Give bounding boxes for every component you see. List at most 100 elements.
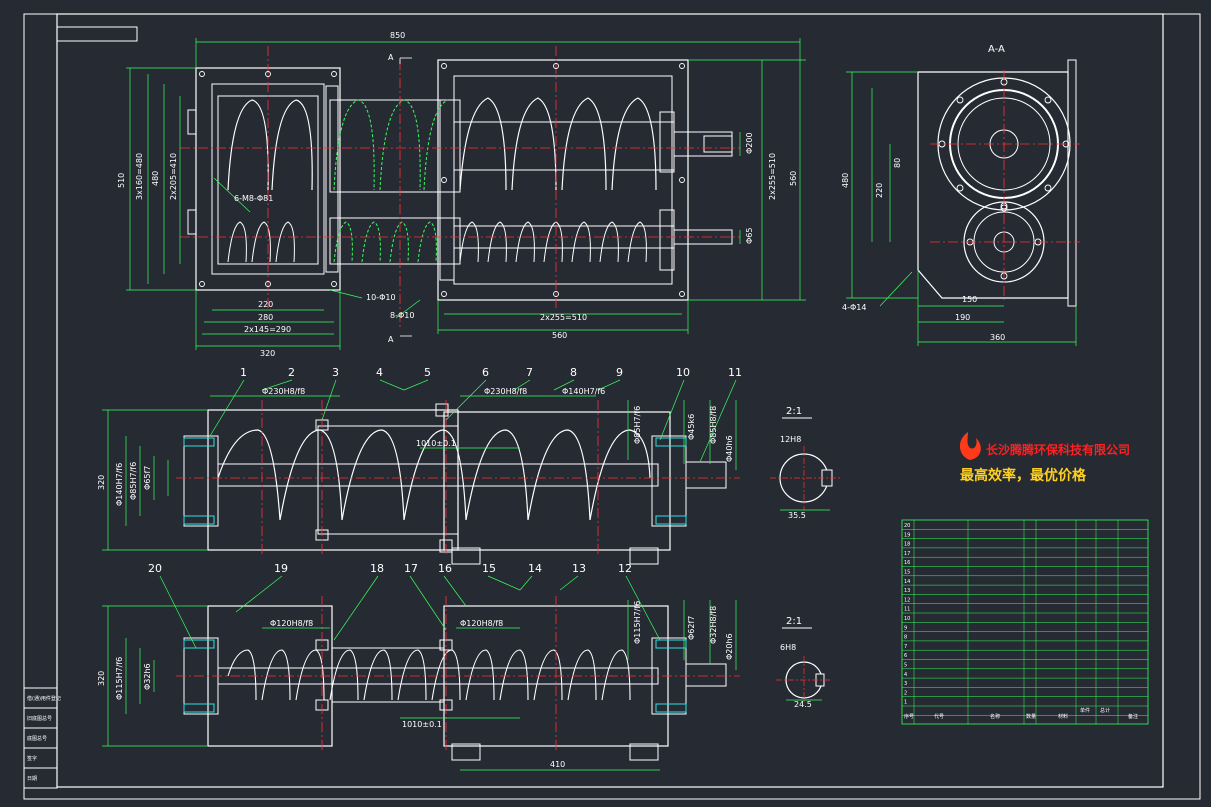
side-label: 日期 xyxy=(27,776,37,782)
hole-note: 10-Φ10 xyxy=(366,293,396,302)
part-number: 12 xyxy=(618,562,632,575)
top-view: A A 850 510 3x160=480 480 2x205=410 220 … xyxy=(117,31,806,358)
section-dim: 150 xyxy=(962,295,977,304)
side-label: 借(通)用件登记 xyxy=(27,695,61,702)
table-row-number: 10 xyxy=(904,616,910,622)
fit-note: Φ230H8/f8 xyxy=(262,387,305,396)
table-row-number: 18 xyxy=(904,542,910,548)
section-mark: A xyxy=(388,53,394,62)
side-label: 旧底图总号 xyxy=(27,715,52,722)
fit-note: Φ32h6 xyxy=(143,663,152,690)
table-row-number: 6 xyxy=(904,653,907,659)
keyway-detail-1: 2:1 12H8 35.5 xyxy=(770,406,840,520)
part-number: 17 xyxy=(404,562,418,575)
fit-note: Φ140H7/f6 xyxy=(562,387,605,396)
dim-right: 560 xyxy=(789,171,798,186)
length-dim: 1010±0.1 xyxy=(402,720,442,729)
company-logo: 长沙腾腾环保科技有限公司 最高效率，最优价格 xyxy=(959,432,1130,484)
section-dim: 190 xyxy=(955,313,970,322)
table-row-number: 14 xyxy=(904,579,910,585)
part-number: 10 xyxy=(676,366,690,379)
table-row-number: 12 xyxy=(904,597,910,603)
right-housing xyxy=(437,59,689,301)
fit-note: Φ140H7/f6 xyxy=(115,463,124,506)
part-number: 14 xyxy=(528,562,542,575)
overall-width: 850 xyxy=(390,31,405,40)
part-number: 4 xyxy=(376,366,383,379)
length-dim: 1010±0.1 xyxy=(416,439,456,448)
part-number: 3 xyxy=(332,366,339,379)
fit-note: Φ120H8/f8 xyxy=(460,619,503,628)
dim-bottom: 2x145=290 xyxy=(244,325,291,334)
part-number: 5 xyxy=(424,366,431,379)
table-header: 序号 xyxy=(904,713,914,720)
fit-note: Φ85H8/f8 xyxy=(709,406,718,444)
table-row-number: 13 xyxy=(904,588,910,594)
bottom-dim: 410 xyxy=(550,760,565,769)
table-header: 名称 xyxy=(990,713,1000,720)
company-name: 长沙腾腾环保科技有限公司 xyxy=(986,442,1130,457)
part-number: 13 xyxy=(572,562,586,575)
assembly-height: 320 xyxy=(97,475,106,490)
table-header: 数量 xyxy=(1026,713,1036,720)
fit-note: Φ85H7/f6 xyxy=(633,406,642,444)
dim-left: 3x160=480 xyxy=(135,153,144,200)
side-register-column: 借(通)用件登记 旧底图总号 底图总号 签字 日期 xyxy=(23,687,61,789)
detail-title: 2:1 xyxy=(786,406,802,417)
part-number: 19 xyxy=(274,562,288,575)
lower-assembly: 20 19 18 17 16 15 14 13 12 320 Φ120H8/f8… xyxy=(97,562,740,771)
dim-bottom: 280 xyxy=(258,313,273,322)
detail-fit: 12H8 xyxy=(780,435,801,444)
section-hole-note: 4-Φ14 xyxy=(842,303,866,312)
part-number: 18 xyxy=(370,562,384,575)
fit-note: Φ230H8/f8 xyxy=(484,387,527,396)
table-row-number: 3 xyxy=(904,681,907,687)
table-row-number: 2 xyxy=(904,690,907,696)
dim-bottom: 220 xyxy=(258,300,273,309)
part-number: 6 xyxy=(482,366,489,379)
fit-note: Φ115H7/f6 xyxy=(115,657,124,700)
part-number: 7 xyxy=(526,366,533,379)
table-row-number: 20 xyxy=(904,523,910,529)
dim-right: Φ200 xyxy=(745,132,754,154)
part-number: 1 xyxy=(240,366,247,379)
fit-note: Φ85H7/f6 xyxy=(129,462,138,500)
section-dim: 360 xyxy=(990,333,1005,342)
table-row-number: 5 xyxy=(904,663,907,669)
table-header: 总计 xyxy=(1100,707,1110,714)
dim-bottom: 560 xyxy=(552,331,567,340)
detail-dim: 35.5 xyxy=(788,511,806,520)
table-row-number: 15 xyxy=(904,570,910,576)
table-header: 单件 xyxy=(1080,707,1090,714)
table-row-number: 19 xyxy=(904,532,910,538)
table-row-number: 9 xyxy=(904,625,907,631)
fit-note: Φ20h6 xyxy=(725,633,734,660)
table-header: 备注 xyxy=(1128,713,1138,720)
fit-note: Φ62f7 xyxy=(687,616,696,640)
side-label: 底图总号 xyxy=(27,735,47,742)
fit-note: Φ32H8/f8 xyxy=(709,606,718,644)
table-row-number: 4 xyxy=(904,672,907,678)
assembly-height: 320 xyxy=(97,671,106,686)
keyway-detail-2: 2:1 6H8 24.5 xyxy=(776,616,832,709)
table-header: 代号 xyxy=(934,713,944,720)
side-label: 签字 xyxy=(27,755,37,762)
table-header: 材料 xyxy=(1058,713,1068,720)
table-row-number: 11 xyxy=(904,607,910,613)
fit-note: Φ40h6 xyxy=(725,435,734,462)
section-dim: 220 xyxy=(875,183,884,198)
hole-note: 8-Φ10 xyxy=(390,311,414,320)
drawing-frame xyxy=(23,13,1201,800)
fit-note: Φ45k6 xyxy=(687,414,696,440)
dim-left: 2x205=410 xyxy=(169,153,178,200)
part-number: 11 xyxy=(728,366,742,379)
table-row-number: 1 xyxy=(904,700,907,706)
dim-right: 2x255=510 xyxy=(768,153,777,200)
detail-title: 2:1 xyxy=(786,616,802,627)
part-number: 2 xyxy=(288,366,295,379)
fit-note: Φ65f7 xyxy=(143,466,152,490)
fit-note: Φ120H8/f8 xyxy=(270,619,313,628)
hole-note: 6-M8-Φ81 xyxy=(234,194,273,203)
